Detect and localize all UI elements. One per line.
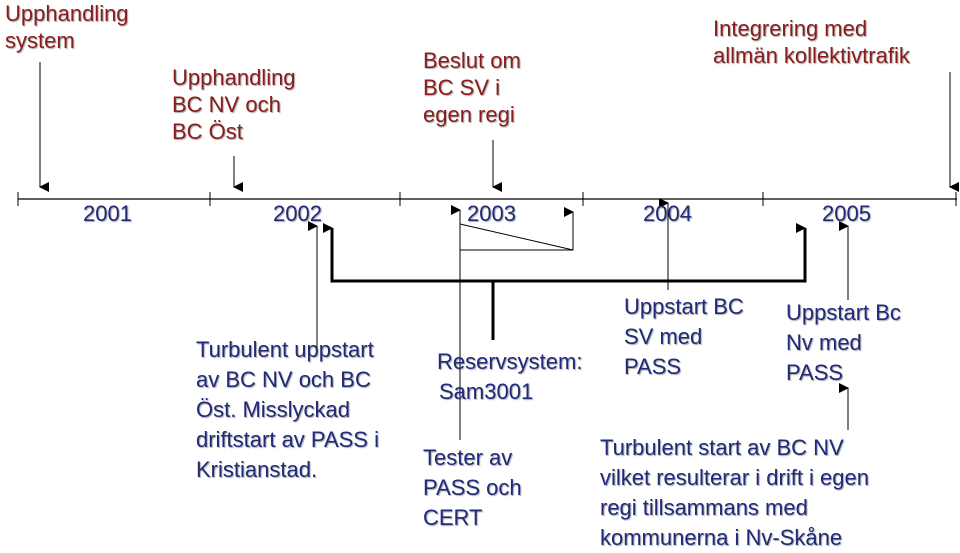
year-2005: 2005 [822, 201, 871, 226]
label-reservsystem: Reservsystem: Sam3001 [437, 349, 583, 404]
label-beslut: Beslut om BC SV i egen regi [423, 48, 521, 127]
label-uppstart-bc-sv: Uppstart BC SV med PASS [624, 294, 744, 379]
year-2004: 2004 [643, 201, 692, 226]
bracket-period [323, 223, 807, 340]
label-tester: Tester av PASS och CERT [423, 445, 522, 530]
year-2003: 2003 [467, 201, 516, 226]
timeline-axis [17, 192, 957, 206]
year-2002: 2002 [273, 201, 322, 226]
label-turbulent-uppstart: Turbulent uppstart av BC NV och BC Öst. … [196, 337, 379, 482]
label-integrering: Integrering med allmän kollektivtrafik [713, 16, 910, 68]
label-upphandling-system: Upphandling system [5, 1, 129, 53]
label-turbulent-start: Turbulent start av BC NV vilket resulter… [600, 435, 869, 550]
year-2001: 2001 [83, 201, 132, 226]
label-uppstart-bc-nv: Uppstart Bc Nv med PASS [786, 300, 901, 385]
label-upphandling-bc: Upphandling BC NV och BC Öst [172, 65, 296, 144]
